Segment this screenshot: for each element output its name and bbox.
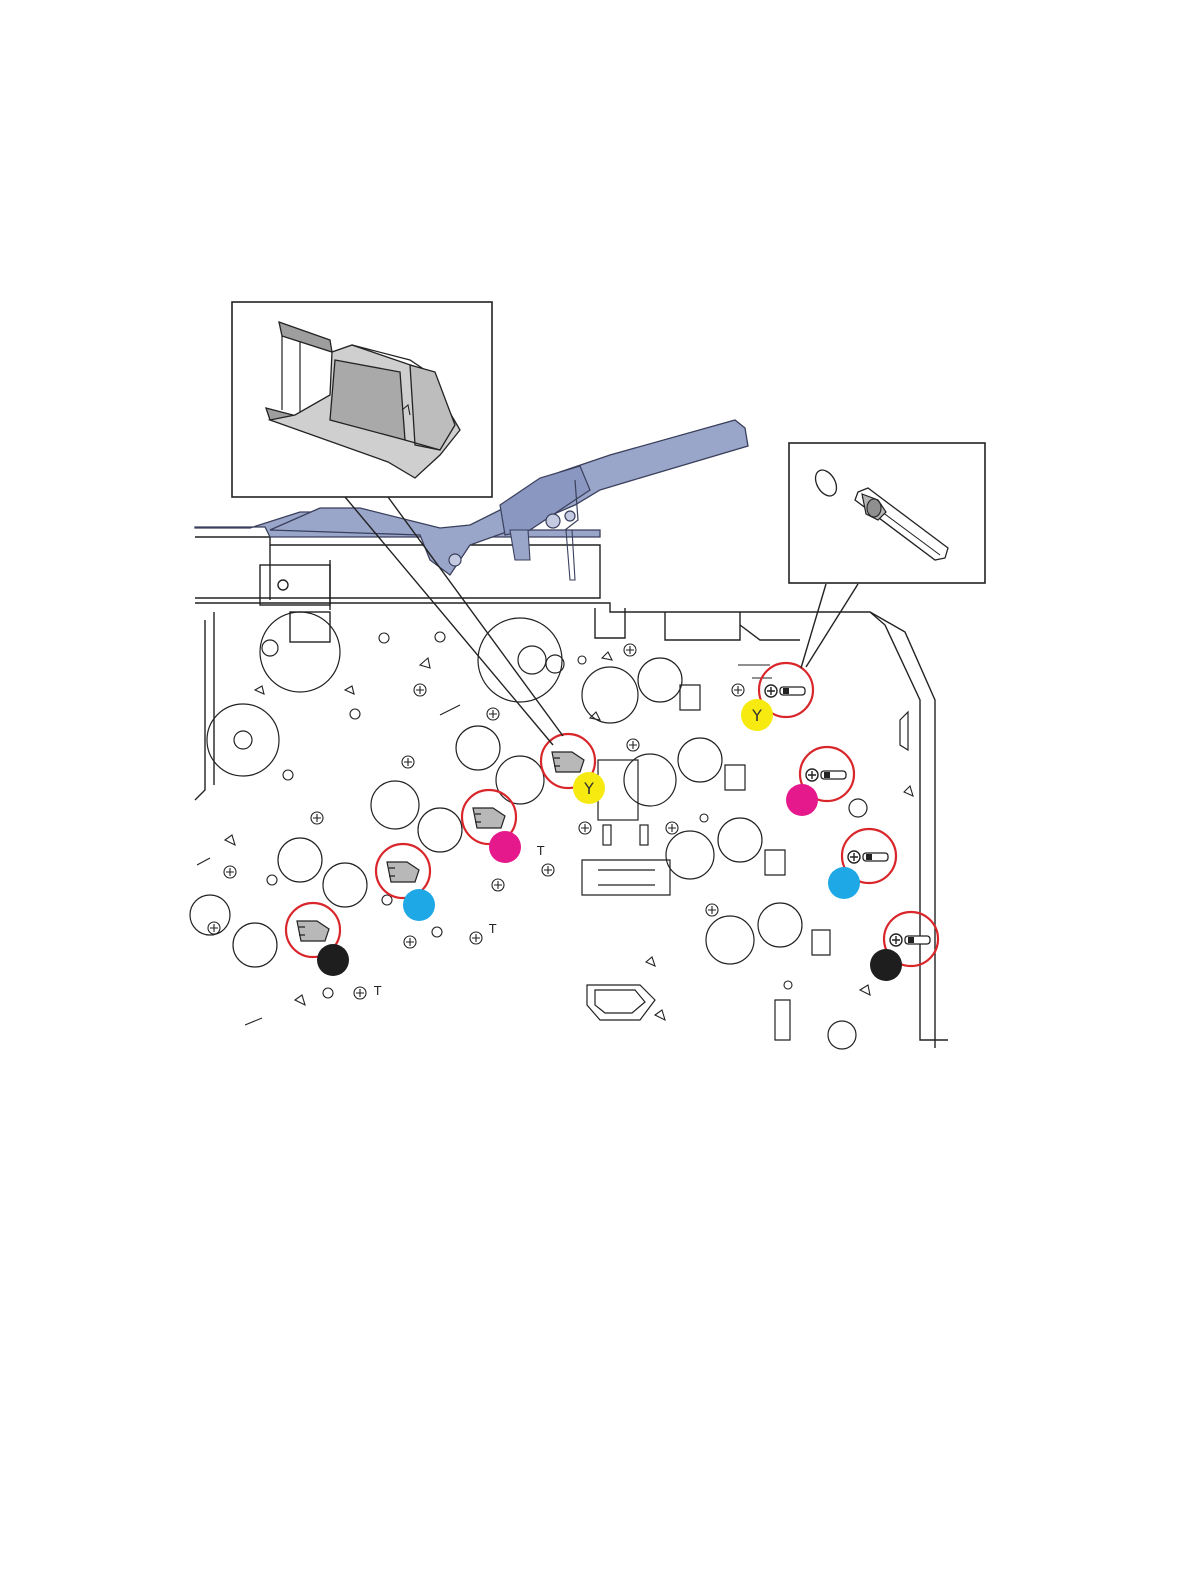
toner-marker-yellow: Y — [573, 772, 605, 804]
screw-icon — [402, 756, 414, 768]
screw-icon — [666, 822, 678, 834]
screw-icon — [542, 864, 554, 876]
toner-letter-yellow-right: Y — [751, 706, 762, 725]
screw-icon — [579, 822, 591, 834]
screw-icon — [208, 922, 220, 934]
toner-marker-cyan-right — [828, 867, 860, 899]
toner-marker-cyan — [403, 889, 435, 921]
svg-text:T: T — [373, 984, 382, 998]
screw-icon — [404, 936, 416, 948]
screw-icon — [311, 812, 323, 824]
screw-icon — [627, 739, 639, 751]
toner-marker-yellow-right: Y — [741, 699, 773, 731]
toner-marker-black-right — [870, 949, 902, 981]
screw-icon — [487, 708, 499, 720]
screw-icon — [470, 932, 482, 944]
toner-marker-magenta — [489, 831, 521, 863]
svg-text:T: T — [536, 844, 545, 858]
toner-letter-yellow: Y — [583, 779, 594, 798]
screw-icon — [624, 644, 636, 656]
chassis-frame — [195, 537, 948, 1048]
gear-group — [190, 612, 908, 1049]
screw-icon — [706, 904, 718, 916]
toner-marker-magenta-right — [786, 784, 818, 816]
screw-icon — [732, 684, 744, 696]
screw-icon — [492, 879, 504, 891]
toner-marker-black — [317, 944, 349, 976]
screw-icon — [414, 684, 426, 696]
screw-icon — [354, 987, 366, 999]
callout-latch-detail — [232, 302, 492, 497]
callout-screw-slot-detail — [789, 443, 985, 583]
screw-icon — [224, 866, 236, 878]
svg-text:T: T — [488, 922, 497, 936]
